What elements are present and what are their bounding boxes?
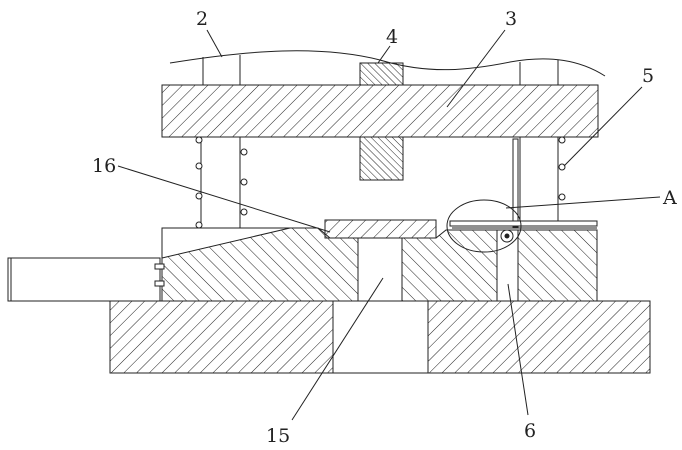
label-4: 4 — [386, 26, 398, 48]
label-5: 5 — [642, 65, 654, 87]
punch — [360, 137, 403, 180]
guide-post-left — [196, 137, 247, 228]
label-3: 3 — [505, 8, 517, 30]
base-plate — [110, 301, 650, 373]
label-a: A — [662, 187, 677, 209]
label-15: 15 — [266, 425, 290, 447]
column-right-upper — [520, 60, 558, 85]
guide-post-right-spring-5 — [513, 137, 565, 227]
column-left-upper — [203, 55, 240, 85]
label-6: 6 — [524, 420, 536, 442]
pivot-pin — [501, 230, 513, 242]
punch-holder-4 — [360, 63, 403, 85]
workpiece-16 — [325, 220, 436, 238]
side-box — [8, 258, 160, 301]
lower-die — [162, 228, 597, 301]
label-2: 2 — [196, 8, 208, 30]
feed-strip — [450, 221, 597, 228]
upper-plate-3 — [162, 85, 598, 137]
label-16: 16 — [92, 155, 116, 177]
